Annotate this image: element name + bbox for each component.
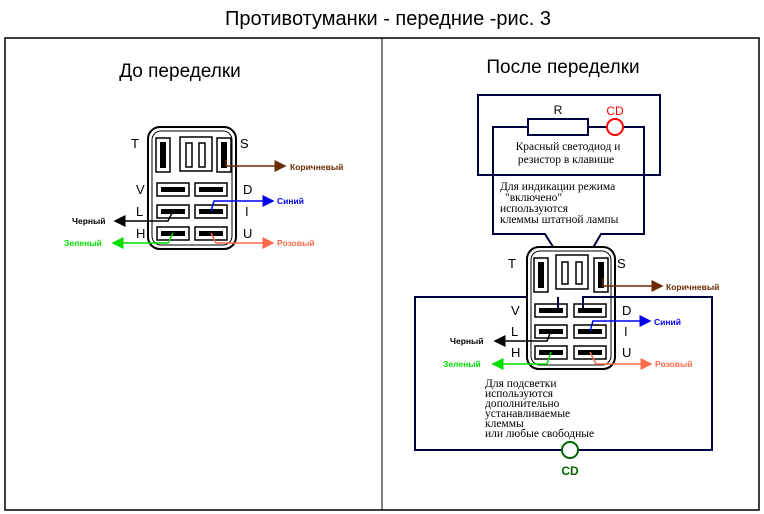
wire-label-black: Черный <box>72 216 106 226</box>
terminal-i-blade <box>199 209 223 214</box>
wire-label-pink: Розовый <box>655 359 692 369</box>
pin-label-l: L <box>136 204 143 219</box>
terminal-center-blade-2 <box>198 142 206 168</box>
pin-label-d: D <box>243 182 252 197</box>
wire-label-brown: Коричневый <box>666 282 719 292</box>
wire-pink <box>210 232 275 249</box>
indication-note-line-3: используются <box>500 203 569 215</box>
backlight-note-line-2: используются <box>485 388 554 400</box>
pin-label-u: U <box>622 345 631 360</box>
right-connector <box>526 246 616 370</box>
wire-black <box>493 330 552 347</box>
backlight-tap-d <box>582 296 640 308</box>
pin-label-s: S <box>617 256 626 271</box>
pin-label-l: L <box>511 324 518 339</box>
terminal-v-blade <box>161 187 185 192</box>
wire-green <box>491 351 552 370</box>
indication-note-line-4: клеммы штатной лампы <box>500 214 619 226</box>
wire-label-blue: Синий <box>654 317 681 327</box>
terminal-d-blade <box>199 187 223 192</box>
backlight-note-line-4: устанавливаемые <box>485 408 570 420</box>
backlight-note-line-6: или любые свободные <box>485 428 594 440</box>
terminal-center <box>555 254 589 290</box>
led-loop-return <box>586 126 645 259</box>
wire-brown <box>225 160 287 172</box>
wire-black <box>113 210 174 227</box>
connector-inner <box>530 250 612 366</box>
led-bottom <box>561 441 579 459</box>
terminal-center-blade-1 <box>561 261 569 285</box>
wire-label-pink: Розовый <box>277 238 314 248</box>
pin-label-v: V <box>511 303 520 318</box>
terminal-s-blade <box>221 142 227 168</box>
terminal-center-blade-1 <box>185 142 193 168</box>
terminal-center-blade-2 <box>575 261 583 285</box>
wire-green <box>111 232 174 249</box>
pin-label-h: H <box>136 226 145 241</box>
terminal-d-blade <box>578 308 602 313</box>
backlight-note-line-3: дополнительно <box>485 398 560 410</box>
right-heading: После переделки <box>486 57 639 78</box>
pin-label-v: V <box>136 182 145 197</box>
left-heading: До переделки <box>119 61 241 82</box>
resistor <box>527 118 589 136</box>
terminal-t-blade <box>538 262 544 288</box>
connector-inner <box>151 130 233 246</box>
led-loop <box>492 126 561 259</box>
resistor-label: R <box>554 103 563 117</box>
terminal-v-blade <box>539 308 563 313</box>
left-connector <box>147 126 237 250</box>
page-title: Противотуманки - передние -рис. 3 <box>225 8 551 30</box>
led-top-label: CD <box>606 104 624 118</box>
pin-label-s: S <box>240 136 249 151</box>
terminal-i-blade <box>578 329 602 334</box>
wire-label-black: Черный <box>450 336 484 346</box>
switch-box <box>477 94 661 176</box>
wire-label-blue: Синий <box>277 196 304 206</box>
left-panel: До переделки <box>64 61 343 250</box>
right-panel: После переделки R CD Красный светодиод и… <box>414 57 719 478</box>
switch-note-line-2: резистор в клавише <box>518 154 614 166</box>
led-top <box>606 118 624 136</box>
pin-label-d: D <box>622 303 631 318</box>
wire-blue <box>210 195 275 212</box>
indication-note-line-2: "включено" <box>505 192 562 204</box>
wire-label-green: Зеленый <box>443 359 481 369</box>
led-bottom-label: CD <box>561 464 579 478</box>
terminal-s-blade <box>598 262 604 288</box>
pin-label-u: U <box>243 226 252 241</box>
indication-note-line-1: Для индикации режима <box>500 181 615 193</box>
backlight-note-line-5: клеммы <box>485 418 524 430</box>
pin-label-t: T <box>131 136 139 151</box>
pin-label-h: H <box>511 345 520 360</box>
wire-blue <box>589 315 652 332</box>
wire-label-green: Зеленый <box>64 238 102 248</box>
pin-label-i: I <box>624 324 628 339</box>
wire-pink <box>589 351 653 370</box>
terminal-t-blade <box>160 142 166 168</box>
terminal-center <box>179 136 213 172</box>
backlight-note-line-1: Для подсветки <box>485 378 557 390</box>
pin-label-t: T <box>508 256 516 271</box>
switch-note-line-1: Красный светодиод и <box>516 141 621 153</box>
wire-brown <box>602 278 664 292</box>
pin-label-i: I <box>245 204 249 219</box>
wire-label-brown: Коричневый <box>290 162 343 172</box>
